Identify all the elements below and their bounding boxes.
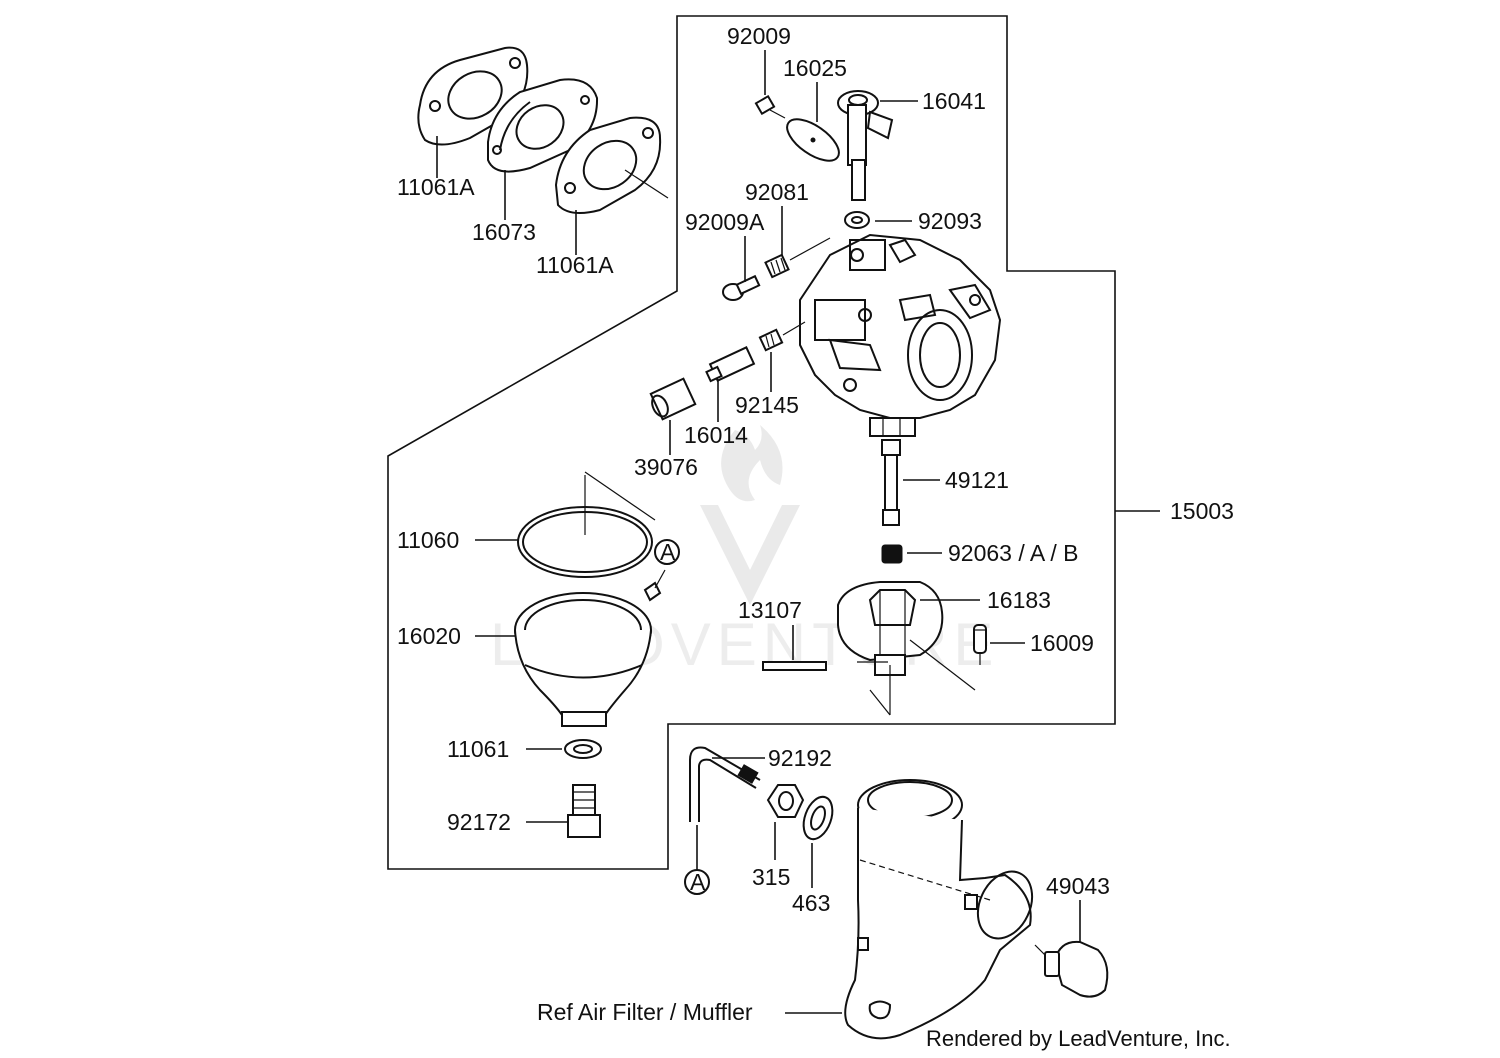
label-ref-air-filter: Ref Air Filter / Muffler [537, 999, 753, 1025]
primer-bulb-49043 [1034, 940, 1109, 998]
label-16025: 16025 [783, 55, 847, 81]
label-92009a: 92009A [685, 209, 765, 235]
label-92093: 92093 [918, 208, 982, 234]
washer-11061 [564, 739, 602, 759]
screw-92009 [754, 94, 786, 119]
label-16014: 16014 [684, 422, 748, 448]
assembly-boundary [387, 15, 1116, 870]
label-315: 315 [752, 864, 790, 890]
oring-11060 [517, 471, 656, 578]
seal-92093 [844, 211, 870, 229]
lock-washer-463 [802, 795, 834, 841]
label-15003: 15003 [1170, 498, 1234, 524]
label-13107: 13107 [738, 597, 802, 623]
label-11061a-left: 11061A [397, 174, 475, 200]
choke-shaft-16041 [837, 90, 894, 201]
nut-315 [766, 784, 805, 818]
drain-bolt-92172 [567, 784, 601, 838]
choke-plate-16025 [786, 118, 840, 162]
label-92192: 92192 [768, 745, 832, 771]
elbow-air-duct [844, 779, 1034, 1040]
label-39076: 39076 [634, 454, 698, 480]
callout-a-top-text: A [660, 539, 676, 565]
tube-92192 [689, 746, 761, 822]
label-463: 463 [792, 890, 830, 916]
label-16183: 16183 [987, 587, 1051, 613]
label-92172: 92172 [447, 809, 511, 835]
label-16073: 16073 [472, 219, 536, 245]
float-bowl-16020 [514, 569, 666, 727]
needle-16009 [973, 624, 987, 665]
main-jet-92063 [881, 544, 903, 564]
label-92009: 92009 [727, 23, 791, 49]
label-11061: 11061 [447, 736, 509, 762]
spring-92081 [764, 253, 790, 279]
label-11060: 11060 [397, 527, 459, 553]
label-92063: 92063 / A / B [948, 540, 1078, 566]
spring-92145 [758, 328, 784, 352]
label-92081: 92081 [745, 179, 809, 205]
pilot-jet-16014 [705, 346, 756, 383]
label-49043: 49043 [1046, 873, 1110, 899]
credit-text: Rendered by LeadVenture, Inc. [926, 1026, 1231, 1051]
cap-39076 [649, 377, 697, 421]
label-16041: 16041 [922, 88, 986, 114]
callout-a-bottom-text: A [690, 869, 706, 895]
float-pin-13107 [762, 661, 827, 671]
carburetor-body-15003 [799, 233, 1002, 437]
gasket-11061a-right [554, 116, 669, 215]
screw-92009a [722, 274, 761, 301]
callout-a-top: A [654, 539, 680, 565]
callout-a-bottom: A [684, 869, 710, 895]
label-16020: 16020 [397, 623, 461, 649]
label-16009: 16009 [1030, 630, 1094, 656]
label-11061a-right: 11061A [536, 252, 614, 278]
label-92145: 92145 [735, 392, 799, 418]
nozzle-49121 [881, 439, 901, 526]
label-49121: 49121 [945, 467, 1009, 493]
